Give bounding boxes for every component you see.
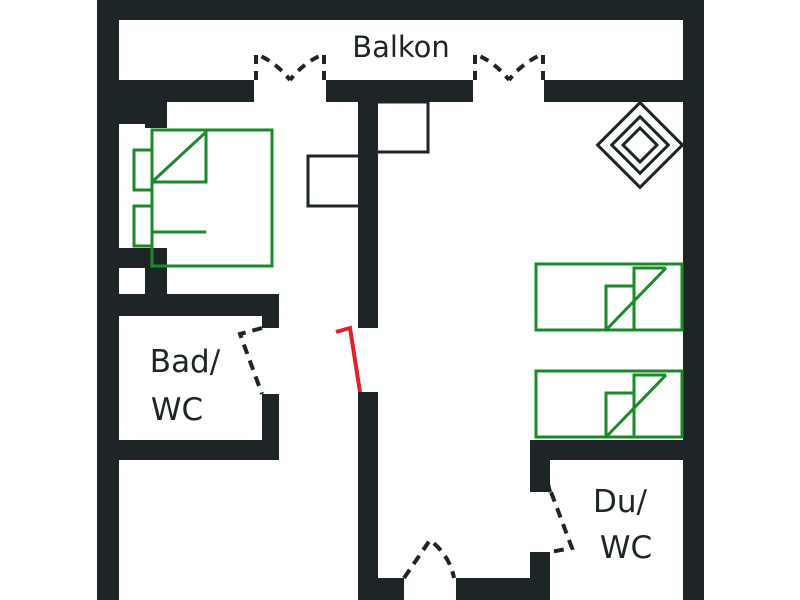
bed-icon (534, 369, 684, 439)
bottom-walls (378, 578, 530, 600)
wall-top (97, 0, 704, 20)
wardrobe-icon (378, 100, 430, 154)
furniture (306, 100, 430, 208)
door-swing-icon (546, 483, 575, 554)
room-label-balcony: Balkon (352, 30, 450, 64)
balcony-wall (119, 80, 683, 102)
door-swing-icon (402, 537, 456, 580)
room-label-bath: WC (151, 392, 203, 428)
shower-walls (530, 440, 683, 600)
bedroom-walls (119, 102, 279, 316)
bath-walls (119, 294, 279, 460)
bed-icon (132, 128, 274, 268)
armchair-icon (595, 100, 685, 190)
cabinet-icon (306, 154, 358, 208)
outer-walls (97, 0, 704, 600)
wall-left (97, 0, 119, 600)
door-swing-icon (254, 51, 326, 82)
wall-right (683, 0, 704, 600)
center-wall (358, 102, 378, 600)
door-swing-icon (237, 326, 264, 395)
room-label-shower: Du/ (593, 484, 648, 520)
bed-icon (534, 262, 684, 332)
door-highlight-icon (335, 325, 362, 393)
door-swing-icon (473, 51, 545, 82)
room-label-bath: Bad/ (150, 344, 221, 380)
room-label-shower: WC (600, 530, 652, 566)
